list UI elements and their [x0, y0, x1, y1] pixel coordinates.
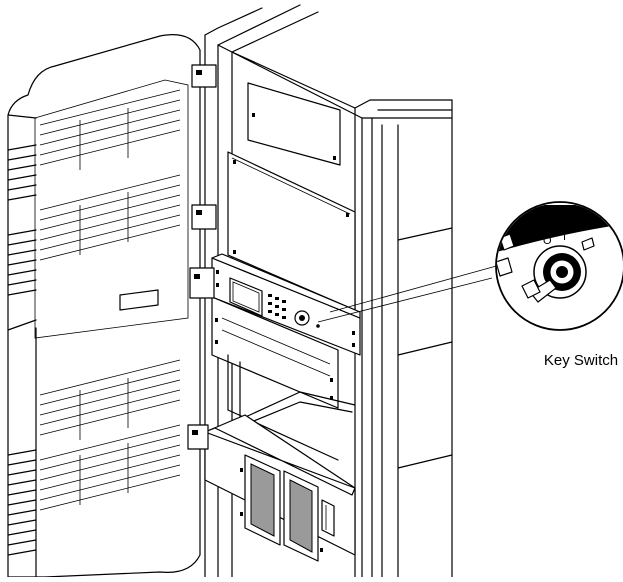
open-door: [7, 34, 217, 578]
top-panel: [247, 82, 341, 166]
electronics-module: [211, 296, 339, 461]
key-switch-detail: O I: [495, 201, 623, 331]
control-panel: [211, 253, 361, 356]
door-louvers-lower: [7, 359, 181, 556]
key-switch-label: Key Switch: [543, 352, 619, 369]
door-hinges: [187, 64, 217, 450]
lower-bay: [204, 391, 356, 562]
switch-position-1: I: [563, 231, 566, 243]
switch-position-0: O: [543, 235, 552, 247]
remote-mode-icon: [581, 237, 595, 251]
callout-leader: [317, 264, 501, 323]
bypass-mode-icon: [497, 257, 513, 277]
adjacent-cabinet: [354, 99, 453, 578]
door-louvers-upper: [7, 89, 181, 296]
